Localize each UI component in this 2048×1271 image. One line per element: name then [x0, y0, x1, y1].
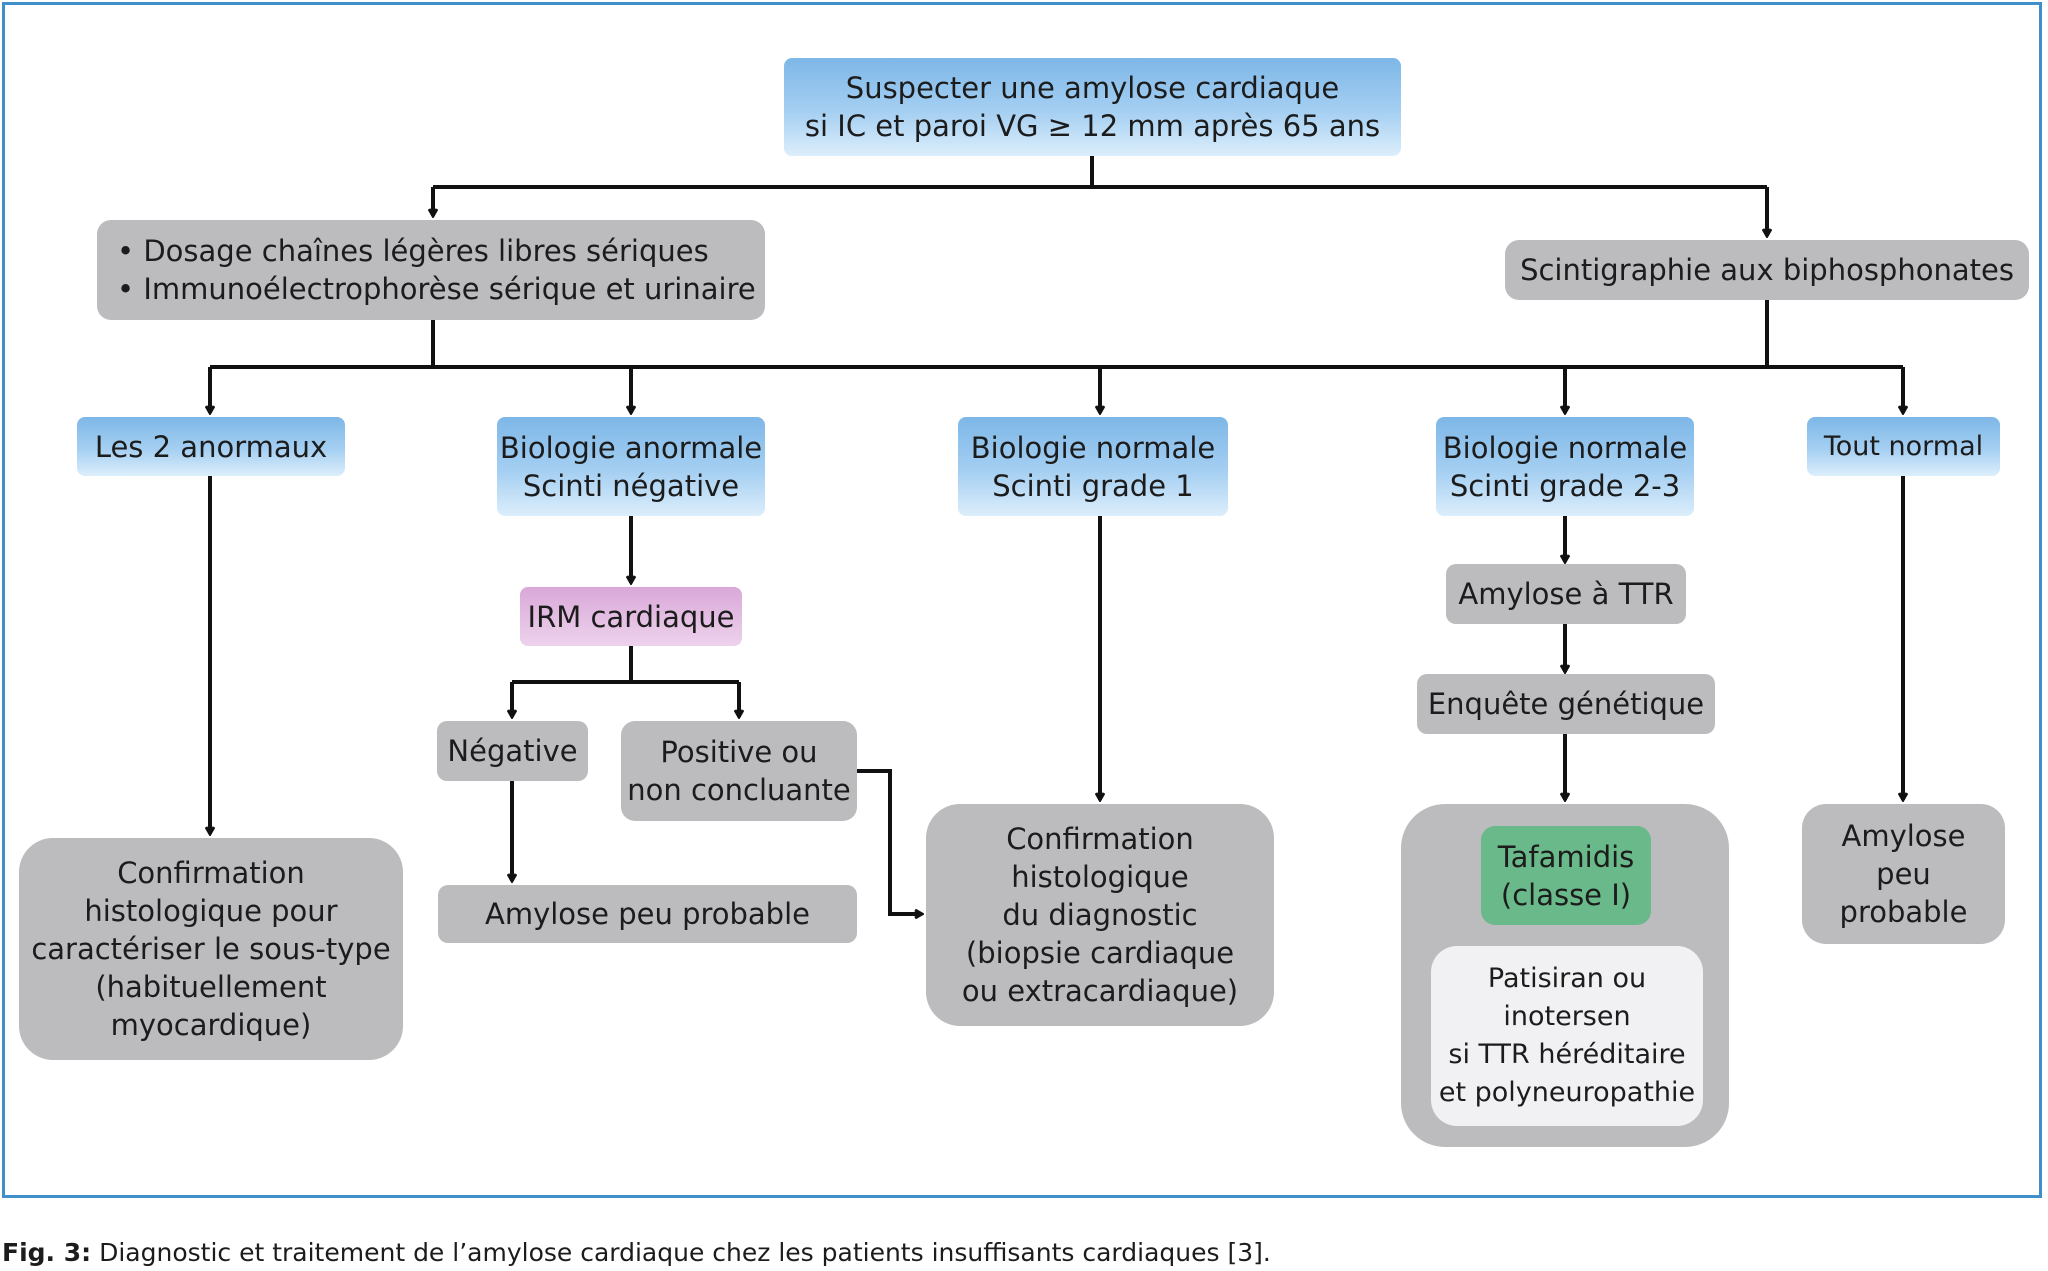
- box-biologie-anormale: Biologie anormale Scinti négative: [497, 417, 765, 516]
- box-line: Scinti négative: [522, 468, 740, 503]
- box-line: du diagnostic: [1002, 898, 1198, 932]
- box-line: Scintigraphie aux biphosphonates: [1520, 253, 2014, 287]
- box-line: Les 2 anormaux: [94, 429, 328, 464]
- box-enquete-genetique: Enquête génétique: [1417, 674, 1715, 734]
- box-line: Confirmation: [1006, 822, 1194, 856]
- box-line: IRM cardiaque: [527, 599, 735, 634]
- box-line: (classe I): [1500, 877, 1632, 912]
- box-line: Tout normal: [1823, 430, 1984, 462]
- box-line: si TTR héréditaire: [1448, 1039, 1686, 1070]
- box-line: histologique pour: [84, 894, 338, 928]
- box-line: non concluante: [627, 773, 851, 807]
- box-line: ou extracardiaque): [961, 974, 1239, 1008]
- box-biologie-normale-grade-1: Biologie normale Scinti grade 1: [958, 417, 1228, 516]
- diagram-frame: [2, 2, 2042, 1198]
- box-line: Biologie normale: [970, 430, 1216, 465]
- box-line: Enquête génétique: [1427, 687, 1705, 721]
- box-line: si IC et paroi VG ≥ 12 mm après 65 ans: [804, 109, 1381, 143]
- box-line: Patisiran ou: [1487, 963, 1647, 994]
- box-line: Suspecter une amylose cardiaque: [845, 71, 1340, 105]
- box-scintigraphie: Scintigraphie aux biphosphonates: [1505, 240, 2029, 300]
- box-line: Amylose: [1841, 819, 1966, 853]
- box-patisiran-inotersen: Patisiran ou inotersen si TTR héréditair…: [1431, 946, 1703, 1126]
- box-line: et polyneuropathie: [1438, 1077, 1696, 1108]
- box-line: (biopsie cardiaque: [965, 936, 1235, 970]
- box-les-2-anormaux: Les 2 anormaux: [77, 417, 345, 476]
- box-positive-ou-non-concluante: Positive ou non concluante: [621, 721, 857, 821]
- box-line: Scinti grade 1: [992, 468, 1194, 503]
- box-line: Scinti grade 2-3: [1449, 468, 1681, 503]
- caption-text: Diagnostic et traitement de l’amylose ca…: [91, 1238, 1271, 1267]
- box-line: inotersen: [1503, 1001, 1631, 1032]
- box-confirmation-diagnostic: Confirmation histologique du diagnostic …: [926, 804, 1274, 1026]
- bullet-item: Dosage chaînes légères libres sériques: [117, 232, 708, 270]
- box-line: Biologie anormale: [499, 430, 763, 465]
- box-line: peu: [1876, 857, 1931, 891]
- box-amylose-peu-probable-right: Amylose peu probable: [1802, 804, 2005, 944]
- box-biologie-normale-grade-2-3: Biologie normale Scinti grade 2-3: [1436, 417, 1694, 516]
- box-line: Biologie normale: [1442, 430, 1688, 465]
- box-amylose-peu-probable: Amylose peu probable: [438, 885, 857, 943]
- arrow-positive-to-confirm-diag: [857, 769, 922, 914]
- box-confirmation-sous-type: Confirmation histologique pour caractéri…: [19, 838, 403, 1060]
- box-irm-cardiaque: IRM cardiaque: [520, 587, 742, 646]
- box-line: Confirmation: [117, 856, 305, 890]
- caption-label: Fig. 3:: [2, 1238, 92, 1267]
- figure-caption: Fig. 3: Diagnostic et traitement de l’am…: [2, 1238, 1271, 1267]
- box-line: caractériser le sous-type: [31, 932, 391, 966]
- box-line: Tafamidis: [1497, 839, 1635, 874]
- box-tout-normal: Tout normal: [1807, 417, 2000, 476]
- box-negative: Négative: [437, 721, 588, 781]
- box-tafamidis: Tafamidis (classe I): [1481, 826, 1651, 925]
- box-dosage-tests: Dosage chaînes légères libres sériques I…: [97, 220, 765, 320]
- box-line: myocardique): [110, 1008, 312, 1042]
- box-line: probable: [1839, 895, 1968, 929]
- bullet-item: Immunoélectrophorèse sérique et urinaire: [117, 270, 755, 308]
- box-line: (habituellement: [95, 970, 327, 1004]
- box-line: Amylose peu probable: [485, 897, 810, 931]
- box-line: histologique: [1011, 860, 1189, 894]
- box-suspect-amylose: Suspecter une amylose cardiaque si IC et…: [784, 58, 1401, 156]
- box-amylose-ttr: Amylose à TTR: [1446, 564, 1686, 624]
- box-line: Négative: [447, 734, 578, 768]
- box-line: Positive ou: [660, 735, 818, 769]
- box-line: Amylose à TTR: [1458, 577, 1674, 611]
